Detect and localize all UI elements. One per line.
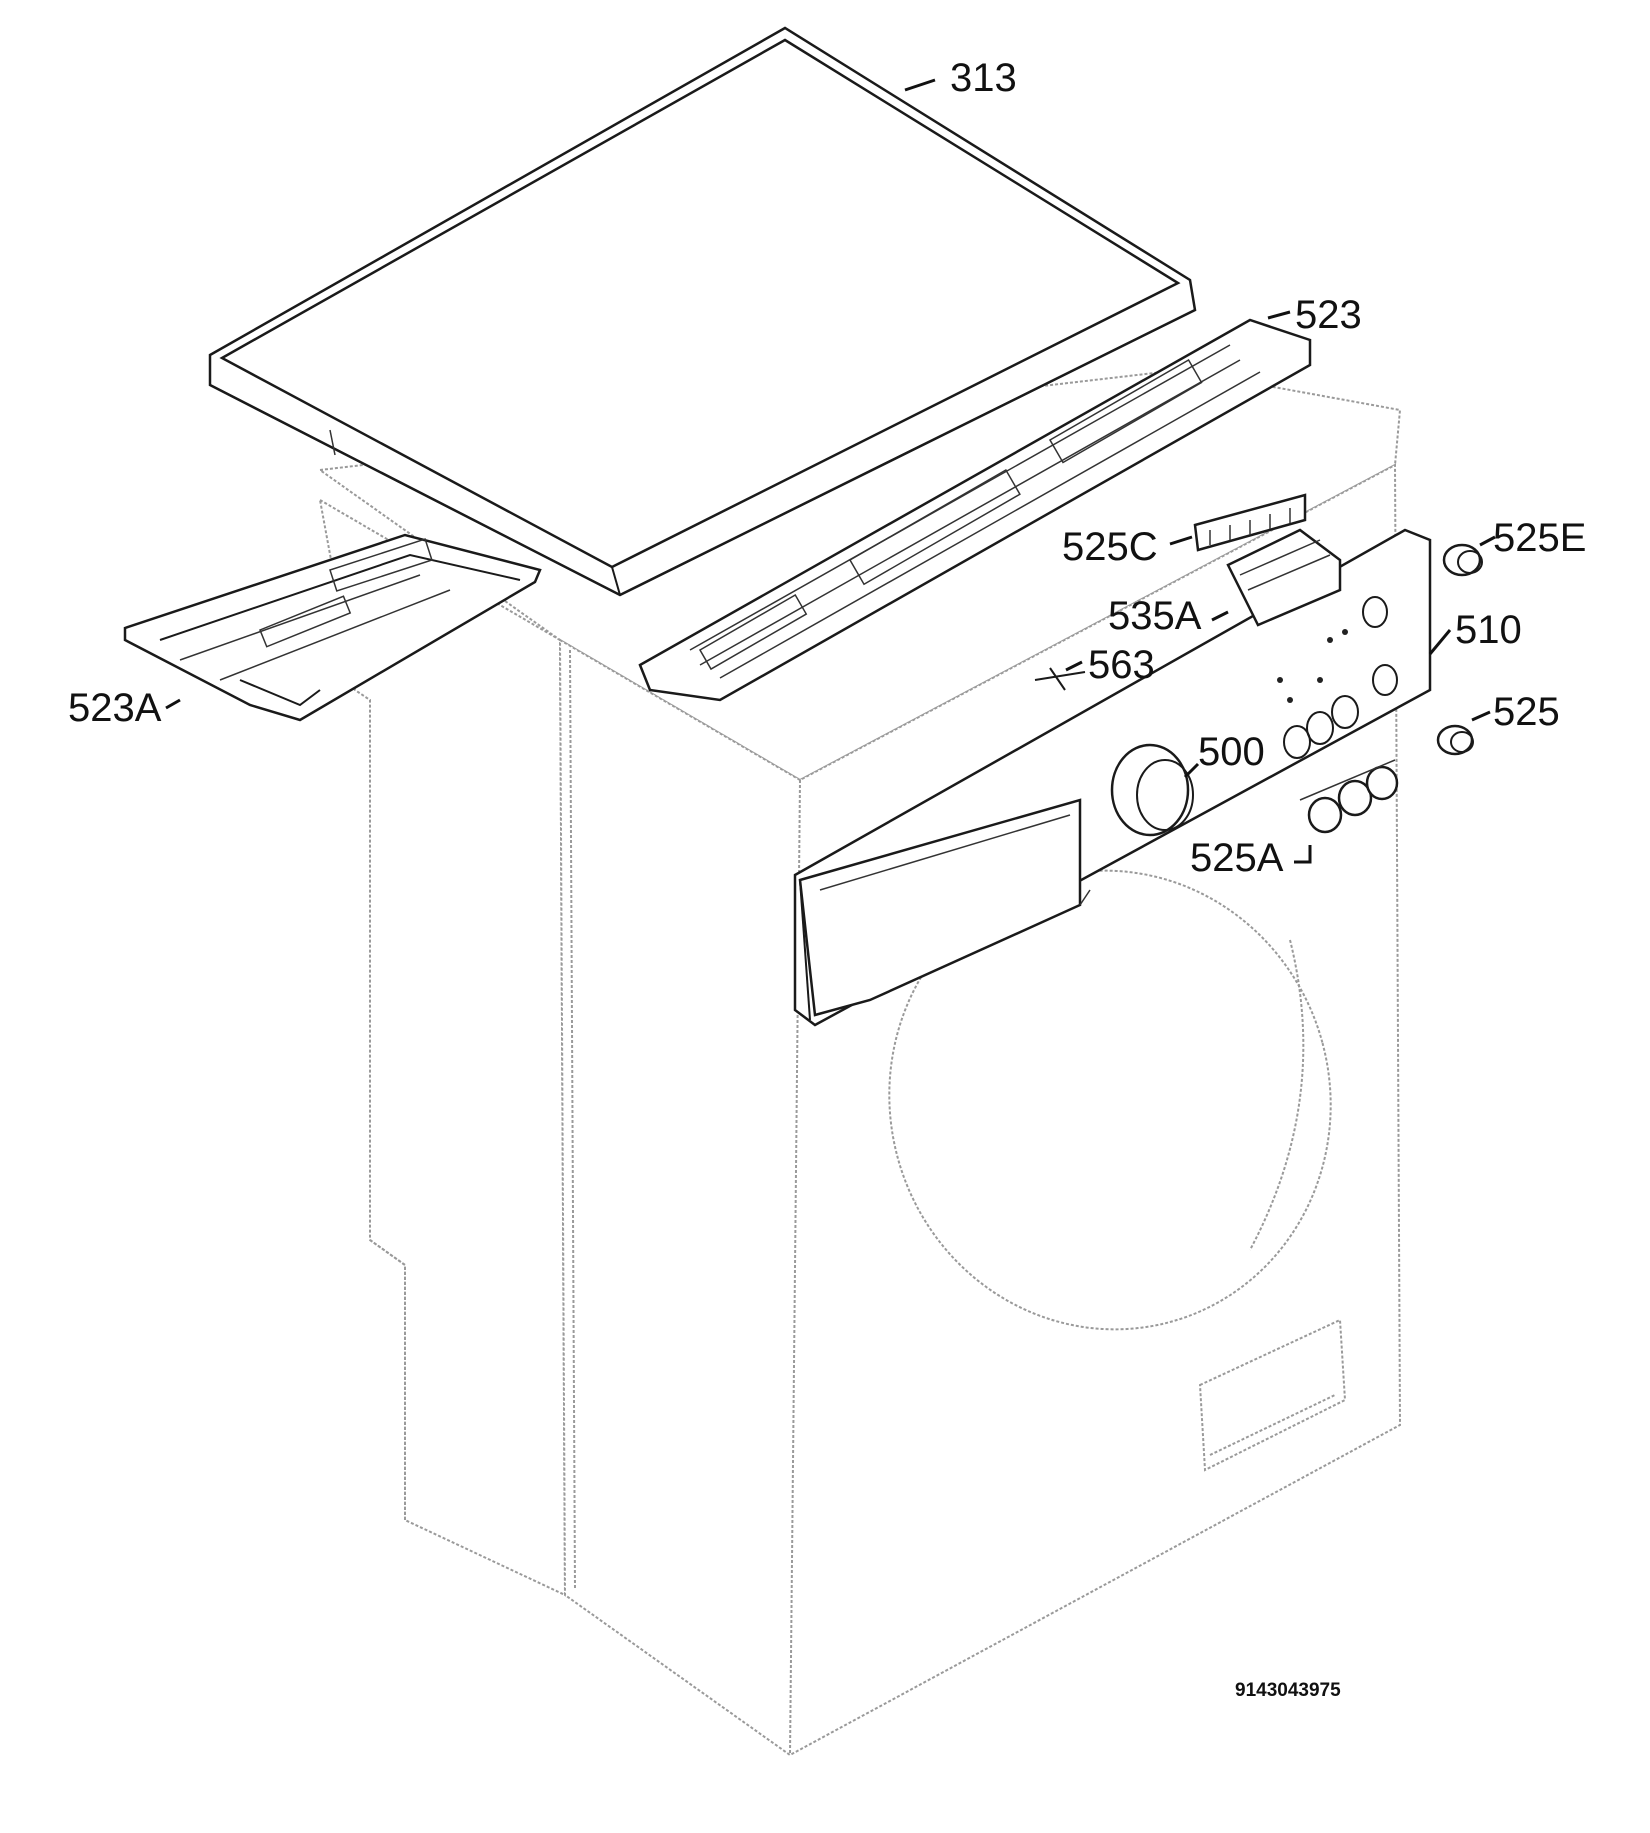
part-525E-knob <box>1442 543 1483 577</box>
callout-523A: 523A <box>68 686 162 730</box>
document-number: 9143043975 <box>1235 1680 1341 1701</box>
callout-510: 510 <box>1455 608 1522 652</box>
part-523-rail <box>638 318 1312 702</box>
part-525C-board <box>1193 493 1307 552</box>
part-510-control-panel <box>793 528 1432 1027</box>
part-313-worktop <box>208 26 1197 597</box>
callout-525C: 525C <box>1062 525 1158 569</box>
callout-525A: 525A <box>1190 836 1284 880</box>
callout-500: 500 <box>1198 730 1265 774</box>
callout-563: 563 <box>1088 643 1155 687</box>
part-535A-module <box>1226 528 1342 627</box>
part-523A-rail <box>123 533 542 722</box>
callout-525: 525 <box>1493 690 1560 734</box>
part-525-knob <box>1436 724 1474 756</box>
callout-525E: 525E <box>1493 516 1587 560</box>
callout-313: 313 <box>950 56 1017 100</box>
callout-523: 523 <box>1295 293 1362 337</box>
callout-535A: 535A <box>1108 594 1202 638</box>
part-563-clip <box>1034 667 1086 691</box>
leader-lines <box>165 78 1496 864</box>
part-525A-buttons <box>1299 759 1399 834</box>
